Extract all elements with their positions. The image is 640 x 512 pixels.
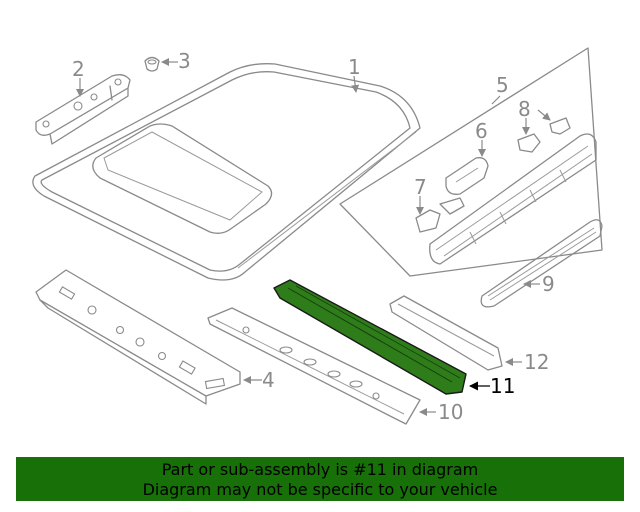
part-7	[415, 209, 441, 233]
leader-1	[351, 75, 360, 93]
leader-8b	[537, 109, 551, 121]
callout-1: 1	[348, 55, 361, 79]
callout-11: 11	[490, 374, 515, 398]
part-group-5	[339, 47, 603, 277]
callout-9: 9	[542, 272, 555, 296]
info-banner: Part or sub-assembly is #11 in diagram D…	[16, 457, 624, 501]
part-8	[517, 133, 541, 153]
banner-line-2: Diagram may not be specific to your vehi…	[142, 480, 498, 499]
part-clip	[144, 56, 160, 72]
part-rear-rail	[207, 307, 421, 425]
part-roof-panel	[32, 63, 421, 281]
callout-5: 5	[496, 73, 509, 97]
callout-8: 8	[518, 97, 531, 121]
callout-4: 4	[262, 368, 275, 392]
callout-7: 7	[414, 175, 427, 199]
part-11-shape	[273, 279, 467, 395]
part-bracket	[35, 74, 131, 145]
part-reinforcement	[389, 295, 503, 371]
callout-12: 12	[524, 350, 549, 374]
leader-5	[491, 95, 501, 105]
part-roof-bow-highlighted	[273, 279, 467, 395]
part-6	[445, 157, 489, 195]
part-front-rail	[35, 269, 241, 405]
callout-3: 3	[178, 49, 191, 73]
callout-10: 10	[438, 400, 463, 424]
callout-6: 6	[475, 119, 488, 143]
banner-line-1: Part or sub-assembly is #11 in diagram	[161, 460, 479, 479]
part-side-trim	[480, 219, 603, 308]
callout-2: 2	[72, 57, 85, 81]
